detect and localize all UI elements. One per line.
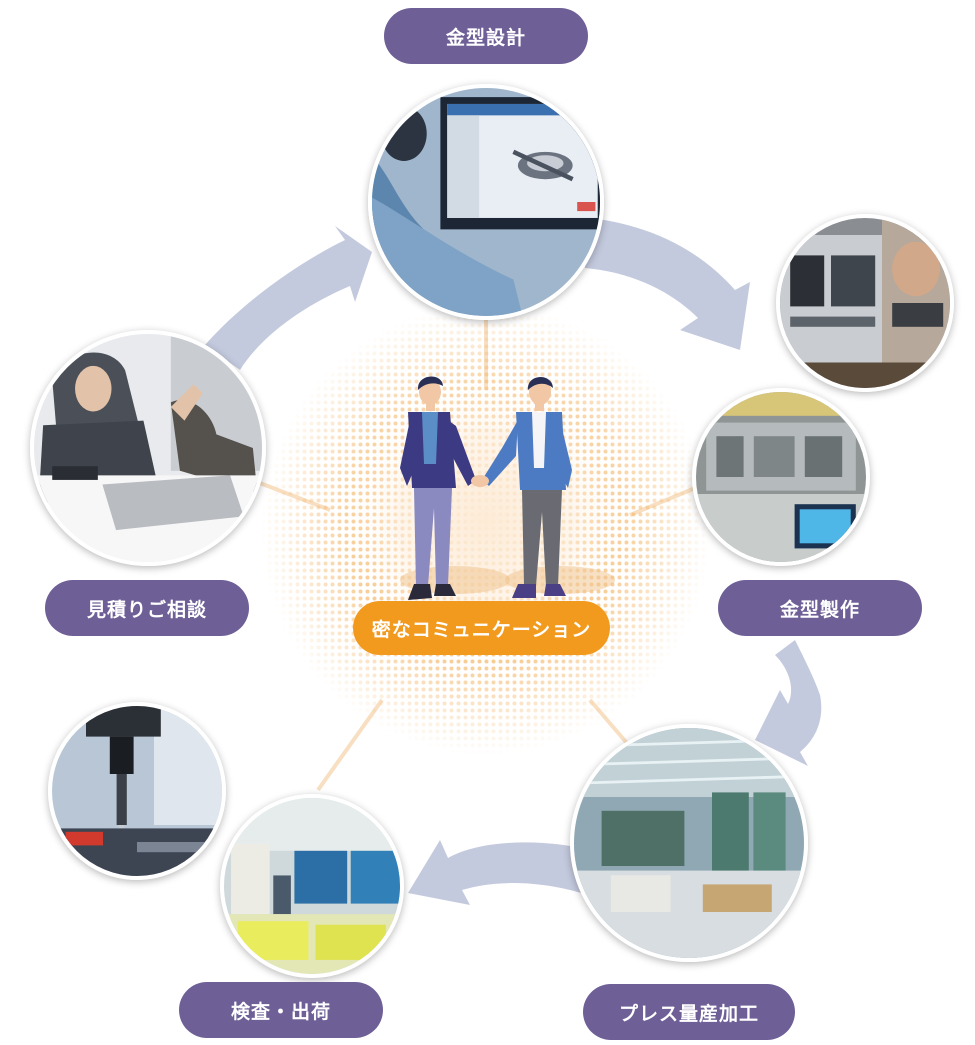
inspection-photo-measure: [48, 702, 226, 880]
design-photo: [368, 84, 604, 320]
center-communication-label: 密なコミュニケーション: [353, 601, 610, 655]
stage-consultation-label: 見積りご相談: [45, 580, 249, 636]
left-businessman: [400, 376, 476, 600]
inspection-photo-warehouse: [220, 794, 404, 978]
stage-press-label: プレス量産加工: [583, 984, 795, 1040]
cycle-arrows: [205, 218, 822, 905]
fabrication-photo-machine: [776, 214, 954, 392]
right-businessman: [482, 376, 572, 598]
stage-fabrication-label: 金型製作: [718, 580, 922, 636]
arrow-design-to-fabrication: [585, 218, 750, 350]
stage-design-label: 金型設計: [384, 8, 588, 64]
handshake-illustration: [400, 376, 572, 600]
consultation-photo: [30, 330, 266, 566]
stage-inspection-label: 検査・出荷: [179, 982, 383, 1038]
handshake-hands: [471, 475, 489, 487]
fabrication-photo-die: [692, 388, 870, 566]
arrow-fabrication-to-press: [755, 640, 822, 766]
arrow-consultation-to-design: [205, 226, 372, 370]
press-photo: [570, 724, 808, 962]
arrow-press-to-inspection: [408, 840, 590, 905]
